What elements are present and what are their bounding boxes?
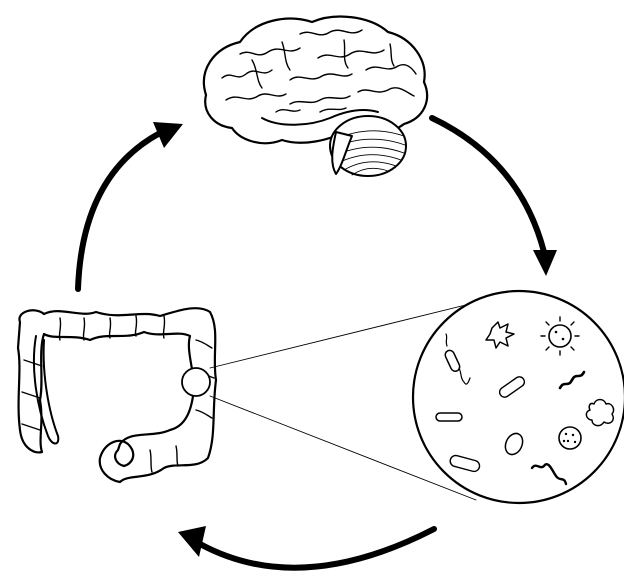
brain-illustration — [204, 17, 427, 176]
intestine-illustration — [18, 308, 216, 482]
capsule-rod-microbe-icon — [436, 413, 462, 421]
microbiome-magnified-circle — [413, 291, 624, 503]
arrow-brain-to-microbiome — [432, 118, 557, 276]
magnified-region-marker — [182, 368, 210, 396]
arrow-intestine-to-brain — [78, 122, 183, 289]
arrow-microbiome-to-intestine — [178, 526, 434, 568]
round-granular-microbe-icon — [559, 427, 581, 449]
